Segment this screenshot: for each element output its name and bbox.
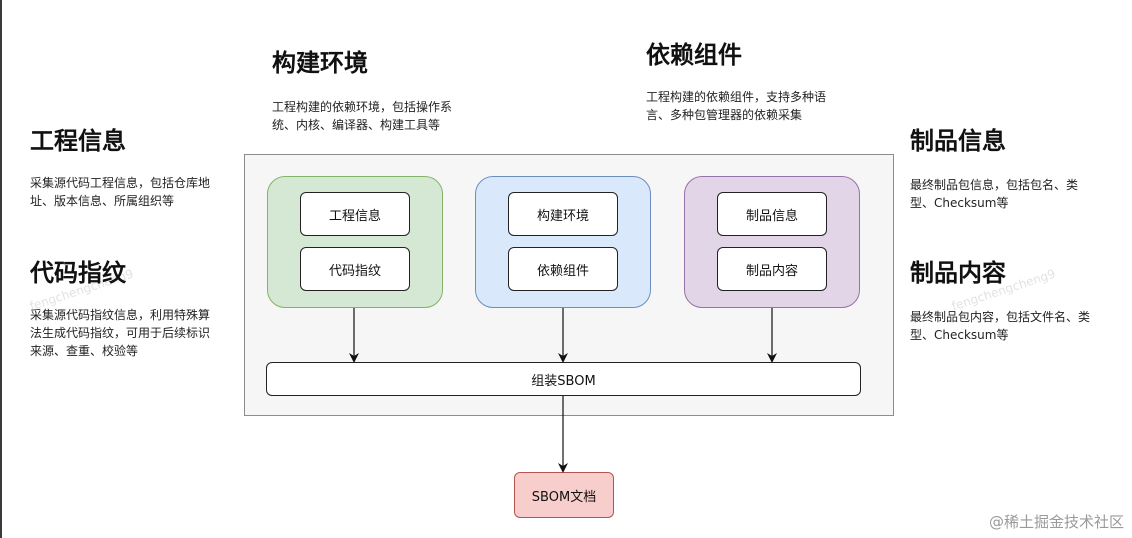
- desc-line: 最终制品包内容，包括文件名、类: [910, 310, 1091, 324]
- node-product-info: 制品信息: [717, 192, 827, 236]
- desc-line: 型、Checksum等: [910, 196, 1009, 210]
- build-env-desc: 工程构建的依赖环境，包括操作系 统、内核、编译器、构建工具等: [272, 98, 492, 134]
- code-fingerprint-title: 代码指纹: [30, 259, 126, 287]
- dependencies-desc: 工程构建的依赖组件，支持多种语 言、多种包管理器的依赖采集: [646, 88, 866, 124]
- node-dependencies: 依赖组件: [508, 247, 618, 291]
- site-credit: @稀土掘金技术社区: [988, 513, 1124, 531]
- assemble-sbom-node: 组装SBOM: [266, 362, 861, 396]
- product-info-title: 制品信息: [910, 127, 1006, 155]
- desc-line: 统、内核、编译器、构建工具等: [272, 118, 441, 132]
- project-info-title: 工程信息: [30, 127, 126, 155]
- code-fingerprint-desc: 采集源代码指纹信息，利用特殊算 法生成代码指纹，可用于后续标识 来源、查重、校验…: [30, 306, 240, 360]
- desc-line: 言、多种包管理器的依赖采集: [646, 108, 803, 122]
- left-border: [0, 0, 2, 538]
- sbom-document-node: SBOM文档: [514, 472, 614, 518]
- build-env-title: 构建环境: [272, 49, 368, 77]
- product-content-title: 制品内容: [910, 259, 1006, 287]
- desc-line: 工程构建的依赖环境，包括操作系: [272, 100, 453, 114]
- product-content-desc: 最终制品包内容，包括文件名、类 型、Checksum等: [910, 308, 1125, 344]
- desc-line: 址、版本信息、所属组织等: [30, 194, 175, 208]
- desc-line: 最终制品包信息，包括包名、类: [910, 178, 1079, 192]
- node-code-fingerprint: 代码指纹: [300, 247, 410, 291]
- node-project-info: 工程信息: [300, 192, 410, 236]
- desc-line: 型、Checksum等: [910, 328, 1009, 342]
- node-product-content: 制品内容: [717, 247, 827, 291]
- desc-line: 采集源代码工程信息，包括仓库地: [30, 176, 211, 190]
- project-info-desc: 采集源代码工程信息，包括仓库地 址、版本信息、所属组织等: [30, 174, 240, 210]
- desc-line: 工程构建的依赖组件，支持多种语: [646, 90, 827, 104]
- desc-line: 法生成代码指纹，可用于后续标识: [30, 326, 211, 340]
- desc-line: 来源、查重、校验等: [30, 344, 139, 358]
- node-build-env: 构建环境: [508, 192, 618, 236]
- product-info-desc: 最终制品包信息，包括包名、类 型、Checksum等: [910, 176, 1125, 212]
- desc-line: 采集源代码指纹信息，利用特殊算: [30, 308, 211, 322]
- dependencies-title: 依赖组件: [646, 41, 742, 69]
